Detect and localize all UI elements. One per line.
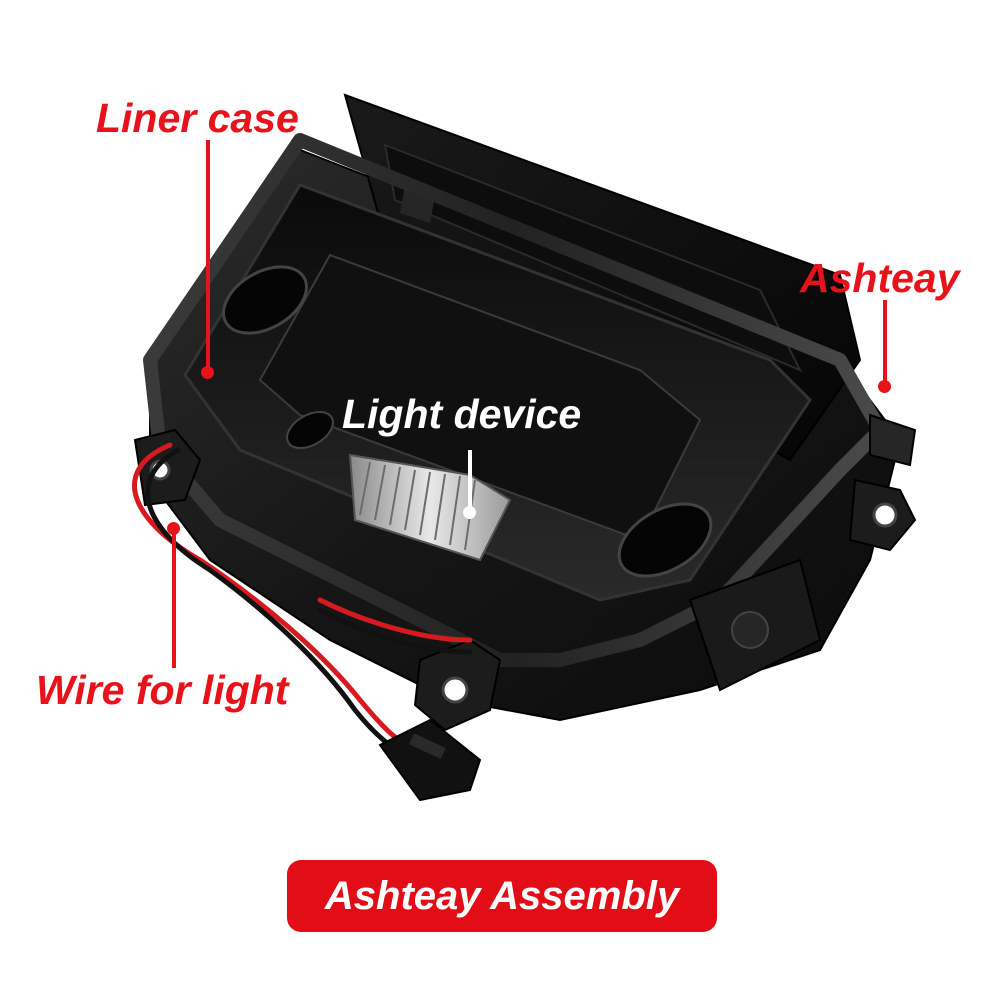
liner-case-marker <box>201 366 214 379</box>
tray-rim <box>143 133 887 667</box>
liner-case-label: Liner case <box>96 95 299 141</box>
ashtray-label: Ashteay <box>800 255 960 301</box>
liner-case-leader <box>206 140 210 372</box>
ashtray-leader <box>883 300 887 384</box>
ashtray-marker <box>878 380 891 393</box>
wire-for-light-leader <box>172 528 176 668</box>
light-wires <box>131 442 473 763</box>
wire-for-light-label: Wire for light <box>36 667 289 713</box>
caption-banner: Ashteay Assembly <box>287 860 717 932</box>
light-device-marker <box>463 506 476 519</box>
mounting-tabs <box>133 413 917 732</box>
light-device-leader <box>468 450 472 512</box>
wire-for-light-marker <box>167 522 180 535</box>
wire-connector <box>378 718 482 802</box>
light-device-label: Light device <box>342 391 582 437</box>
caption-text: Ashteay Assembly <box>324 874 680 918</box>
